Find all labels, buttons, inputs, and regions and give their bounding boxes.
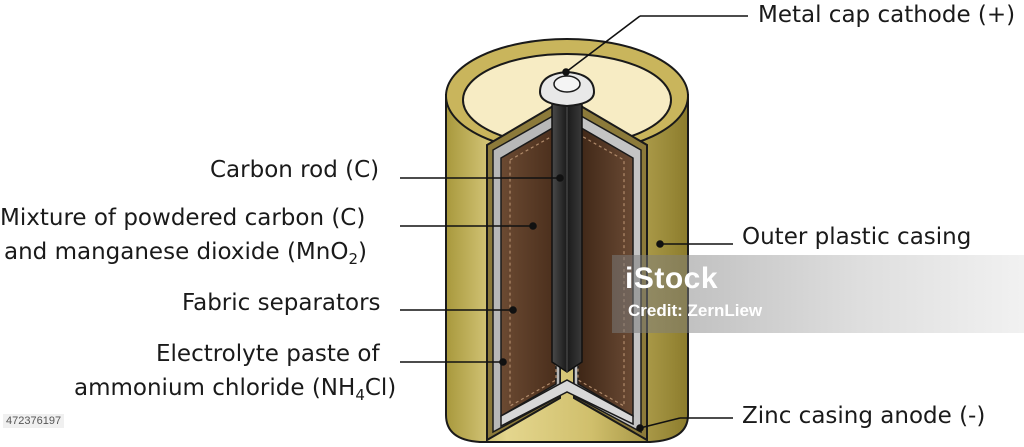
label-outer-casing: Outer plastic casing (742, 224, 972, 250)
mixture-text: and manganese dioxide (MnO (4, 239, 349, 265)
label-mixture-line2: and manganese dioxide (MnO2) (4, 236, 367, 275)
bottom-wedge (500, 379, 634, 428)
label-carbon-rod: Carbon rod (C) (210, 157, 380, 183)
label-electrolyte-line1: Electrolyte paste of (156, 341, 380, 367)
metal-cap-top (553, 75, 581, 93)
electrolyte-subscript: 4 (355, 386, 365, 404)
leader-zinc (639, 417, 681, 429)
label-fabric: Fabric separators (182, 290, 381, 316)
electrolyte-text: ammonium chloride (NH (74, 375, 356, 401)
label-zinc: Zinc casing anode (-) (742, 403, 986, 429)
label-metal-cap: Metal cap cathode (+) (758, 2, 1016, 28)
watermark-credit: Credit: ZernLiew (628, 301, 763, 320)
mixture-close: ) (358, 239, 367, 265)
label-electrolyte-line2: ammonium chloride (NH4Cl) (74, 372, 396, 411)
fabric-separator-left (509, 132, 557, 408)
watermark-band (612, 255, 1024, 333)
watermark-logo: iStock (625, 262, 719, 295)
electrolyte-close: Cl) (364, 375, 397, 401)
mixture-subscript: 2 (348, 250, 358, 268)
stock-id: 472376197 (3, 414, 65, 428)
label-mixture-line1: Mixture of powdered carbon (C) (0, 205, 366, 231)
leader-metal-cap (565, 15, 641, 73)
mixture-left (500, 124, 557, 418)
